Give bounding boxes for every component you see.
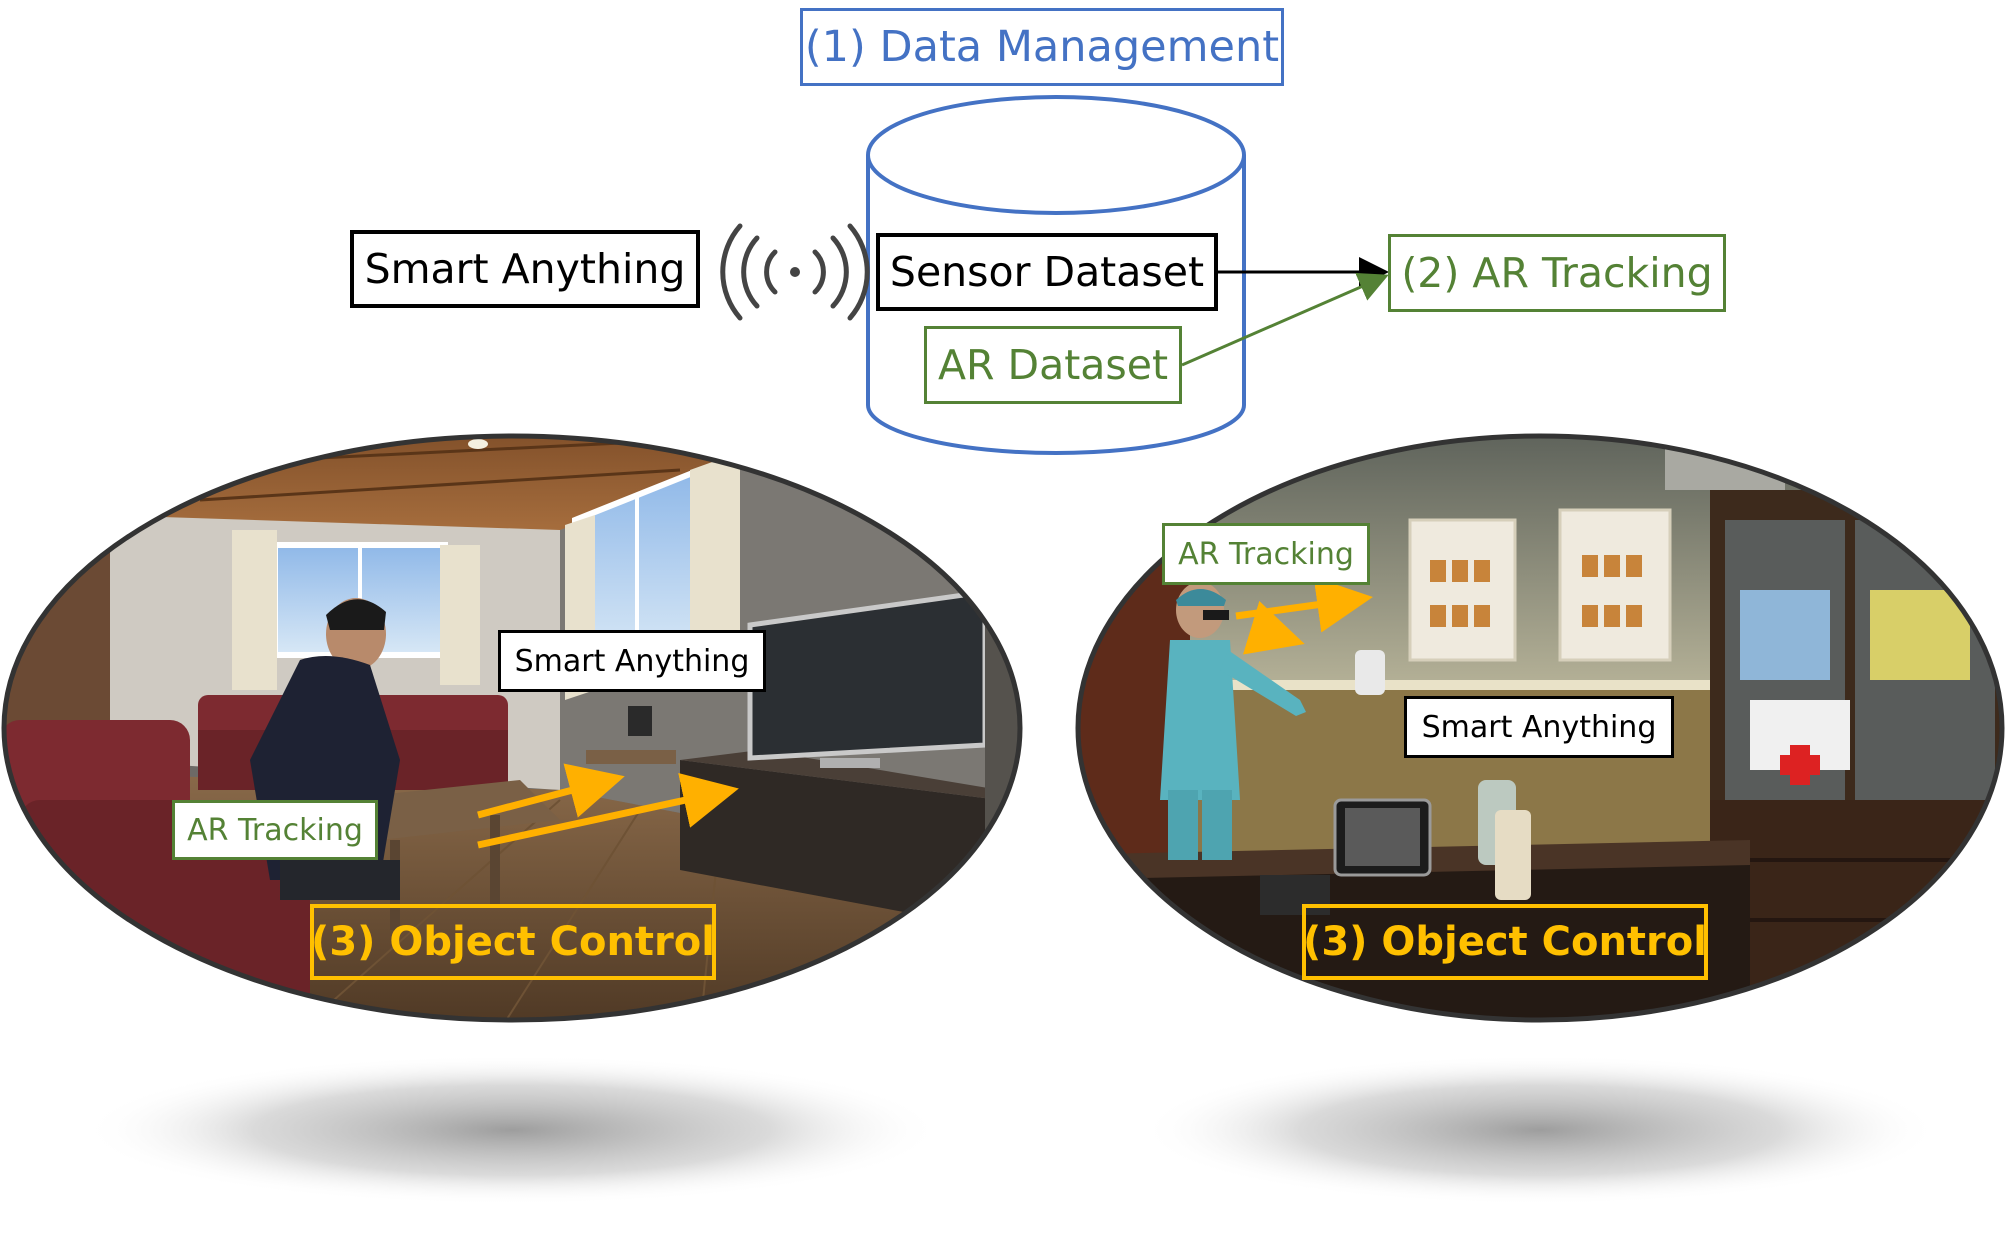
right-smart-anything-label: Smart Anything [1404,696,1674,758]
wireless-signal-icon [720,223,870,321]
ar-dataset-to-tracking-arrow [1181,273,1389,367]
standing-person-scrubs [1160,582,1306,860]
left-ar-tracking-label: AR Tracking [172,800,378,860]
left-object-control-label: (3) Object Control [310,904,716,980]
right-scene-frame [1075,433,2005,1023]
right-ar-tracking-label: AR Tracking [1162,523,1370,585]
left-scene-frame [1,433,1023,1023]
wall-cabinet-1 [1408,518,1517,662]
smart-anything-label: Smart Anything [350,230,700,308]
data-management-label: (1) Data Management [800,8,1284,86]
right-object-control-label: (3) Object Control [1302,904,1708,980]
left-control-arrow-2 [477,773,739,849]
right-scene-shadow [1140,1055,1940,1205]
left-scene-shadow [82,1055,942,1205]
sensor-dataset-label: Sensor Dataset [876,233,1218,311]
left-smart-anything-label: Smart Anything [498,630,766,692]
right-control-arrow-2 [1242,600,1305,655]
wall-cabinet-2 [1558,508,1672,662]
left-control-arrow-1 [477,763,625,819]
ar-tracking-label: (2) AR Tracking [1388,234,1726,312]
ar-dataset-label: AR Dataset [924,326,1182,404]
